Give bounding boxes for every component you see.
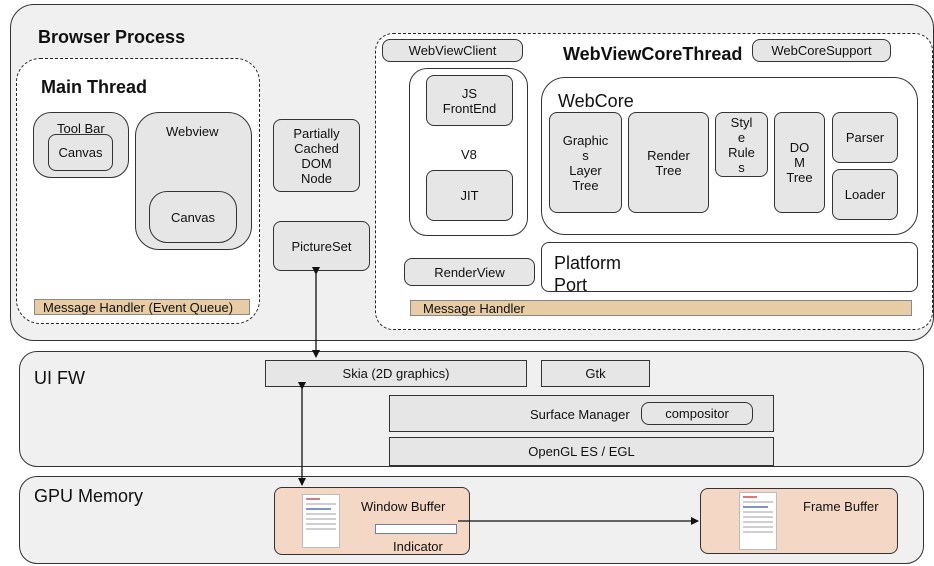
indicator-label: Indicator	[393, 539, 443, 554]
renderview-box: RenderView	[404, 258, 535, 286]
window-buffer-label: Window Buffer	[361, 499, 446, 514]
surface-manager-label: Surface Manager	[530, 407, 630, 422]
browser-process-title: Browser Process	[38, 27, 186, 47]
style-rules-box: Styl e Rule s	[715, 112, 768, 177]
core-message-handler-bar: Message Handler	[410, 300, 912, 316]
main-message-handler-label: Message Handler (Event Queue)	[43, 300, 234, 315]
webviewcore-thread-title: WebViewCoreThread	[563, 44, 743, 64]
parser-box: Parser	[832, 112, 898, 163]
main-thread-title: Main Thread	[41, 77, 148, 97]
core-message-handler-label: Message Handler	[423, 301, 525, 316]
js-frontend-box: JS FrontEnd	[426, 75, 513, 126]
compositor-box: compositor	[641, 402, 753, 425]
platform-port-box	[541, 242, 918, 292]
indicator-thumbnail	[375, 524, 457, 534]
v8-label: V8	[461, 147, 477, 162]
frame-buffer-thumbnail	[739, 492, 777, 550]
gtk-box: Gtk	[541, 360, 650, 387]
opengl-box: OpenGL ES / EGL	[389, 437, 774, 466]
dom-tree-box: DO M Tree	[774, 112, 825, 213]
render-tree-box: Render Tree	[628, 112, 709, 213]
toolbar-label: Tool Bar	[57, 121, 105, 136]
skia-box: Skia (2D graphics)	[265, 360, 527, 387]
webviewclient-box: WebViewClient	[382, 39, 523, 62]
loader-box: Loader	[832, 169, 898, 220]
toolbar-canvas-box: Canvas	[48, 134, 113, 171]
main-message-handler-bar: Message Handler (Event Queue)	[34, 299, 250, 315]
graphics-layer-tree-box: Graphic s Layer Tree	[549, 112, 622, 213]
webcore-title: WebCore	[558, 91, 634, 111]
partially-cached-dom-node-box: Partially Cached DOM Node	[273, 119, 360, 192]
webview-label: Webview	[166, 124, 219, 139]
jit-box: JIT	[426, 170, 513, 221]
webview-canvas-box: Canvas	[149, 191, 237, 243]
gpu-memory-title: GPU Memory	[34, 486, 144, 506]
frame-buffer-box	[700, 488, 898, 554]
window-buffer-thumbnail	[302, 494, 340, 548]
webcoresupport-box: WebCoreSupport	[752, 39, 891, 62]
ui-fw-title: UI FW	[34, 368, 85, 388]
frame-buffer-label: Frame Buffer	[803, 499, 879, 514]
platform-port-label: Platform Port	[554, 253, 622, 295]
pictureset-box: PictureSet	[273, 221, 370, 271]
